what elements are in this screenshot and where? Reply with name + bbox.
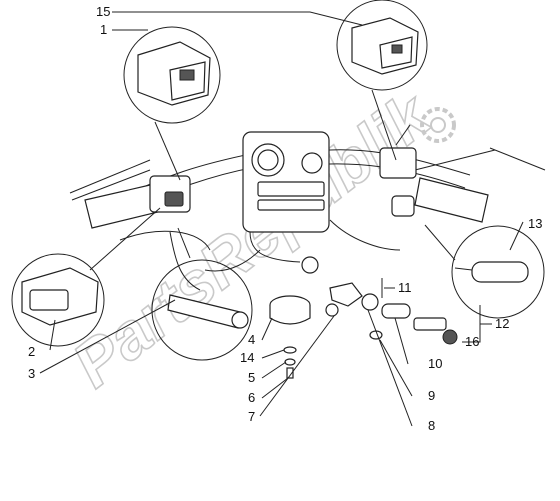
part-12-key: [413, 317, 447, 331]
detail-right-switch: [336, 0, 428, 161]
detail-left-switch: [123, 26, 221, 181]
right-switch-housing: [379, 147, 417, 179]
callout-13: 13: [528, 216, 542, 231]
callout-12: 12: [495, 316, 509, 331]
callout-4: 4: [248, 332, 255, 347]
callout-11: 11: [398, 280, 412, 295]
callout-14: 14: [240, 350, 254, 365]
part-7-switch: [329, 282, 363, 307]
callout-10: 10: [428, 356, 442, 371]
part-10-barrel: [381, 303, 411, 319]
callout-8: 8: [428, 418, 435, 433]
part-5-nut: [284, 358, 296, 366]
callout-9: 9: [428, 388, 435, 403]
fuel-gauge: [301, 152, 323, 174]
callouts: 15 1 2 3 4 14 5 6 7 8 9 10 11 12 13 16: [28, 4, 542, 433]
detail-grip-part-13: [424, 224, 545, 319]
callout-2: 2: [28, 344, 35, 359]
gear-icon: [420, 107, 456, 143]
callout-6: 6: [248, 390, 255, 405]
callout-15: 15: [96, 4, 110, 19]
part-16-knob: [442, 329, 458, 345]
ignition-hole: [301, 256, 319, 274]
part-14-washer: [283, 346, 297, 354]
callout-5: 5: [248, 370, 255, 385]
callout-16: 16: [465, 334, 479, 349]
detail-switch-part-2: [11, 207, 161, 347]
left-grip: [84, 184, 159, 229]
exploded-parts: [269, 278, 458, 379]
part-6-screw: [286, 367, 294, 379]
handlebar-assembly: [69, 124, 546, 291]
callout-3: 3: [28, 366, 35, 381]
callout-1: 1: [100, 22, 107, 37]
leader-lines: [39, 11, 524, 427]
callout-7: 7: [248, 409, 255, 424]
right-grip: [414, 177, 489, 223]
detail-grip-part-3: [151, 227, 253, 361]
part-8: [361, 293, 379, 311]
